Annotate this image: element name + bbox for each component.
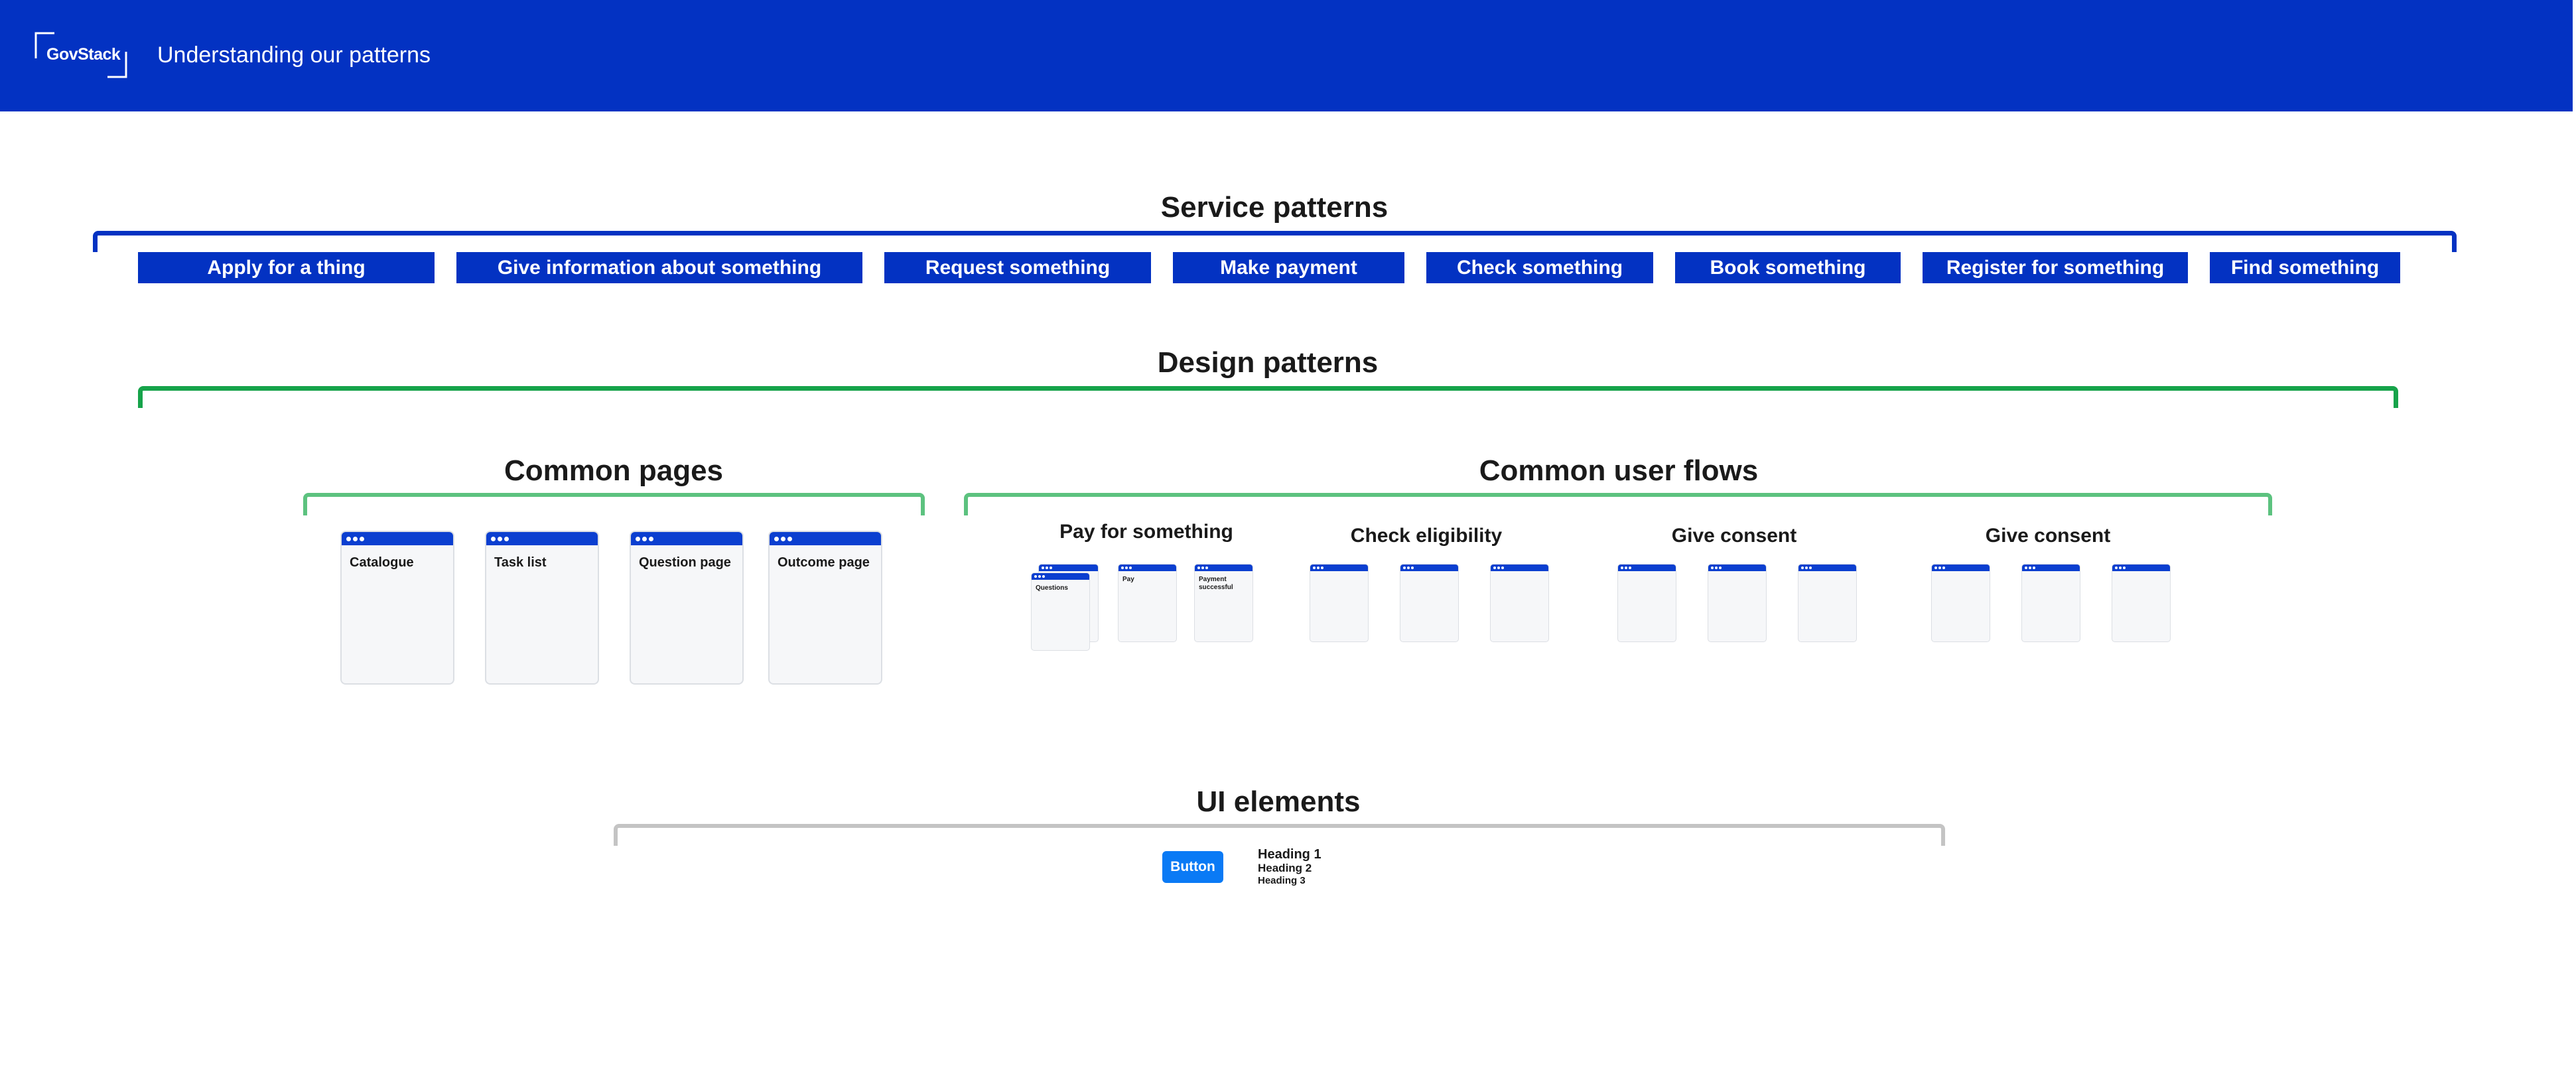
- sample-button[interactable]: Button: [1162, 851, 1223, 883]
- page-title: Understanding our patterns: [157, 42, 431, 68]
- card-title: Outcome page: [778, 555, 870, 570]
- flow-screen-pay: Pay: [1118, 564, 1177, 642]
- screen-label: Pay: [1122, 576, 1134, 583]
- service-pattern-book-button[interactable]: Book something: [1675, 252, 1901, 283]
- flow-screen: [1310, 564, 1369, 642]
- flow-screen: [1400, 564, 1459, 642]
- flow-title-give-consent-2: Give consent: [1985, 525, 2111, 547]
- service-pattern-request-button[interactable]: Request something: [884, 252, 1151, 283]
- top-header-bar: GovStack Understanding our patterns: [0, 0, 2573, 111]
- service-pattern-make-payment-button[interactable]: Make payment: [1173, 252, 1404, 283]
- flow-screen: [1708, 564, 1767, 642]
- flow-screen-payment-successful: Payment successful: [1194, 564, 1253, 642]
- common-page-task-list-card[interactable]: Task list: [485, 531, 599, 685]
- flow-screen: [1617, 564, 1676, 642]
- common-pages-bracket: [303, 493, 925, 515]
- ui-elements-title: UI elements: [1196, 785, 1361, 818]
- heading-1-sample: Heading 1: [1258, 847, 1322, 862]
- service-pattern-check-button[interactable]: Check something: [1426, 252, 1653, 283]
- common-user-flows-title: Common user flows: [1479, 454, 1759, 487]
- flow-screen: [1798, 564, 1857, 642]
- common-page-outcome-page-card[interactable]: Outcome page: [768, 531, 882, 685]
- screen-label: Questions: [1036, 584, 1068, 592]
- ui-elements-bracket: [614, 824, 1945, 846]
- flow-screen: [2021, 564, 2080, 642]
- flow-screen-questions: Questions: [1031, 572, 1090, 651]
- screen-label: Payment successful: [1199, 576, 1233, 591]
- common-user-flows-bracket: [964, 493, 2272, 515]
- service-pattern-give-information-button[interactable]: Give information about something: [456, 252, 862, 283]
- service-pattern-register-button[interactable]: Register for something: [1923, 252, 2188, 283]
- flow-screen: [1931, 564, 1990, 642]
- flow-title-check-eligibility: Check eligibility: [1350, 525, 1503, 547]
- service-pattern-apply-button[interactable]: Apply for a thing: [138, 252, 435, 283]
- design-patterns-title: Design patterns: [1157, 346, 1379, 379]
- card-title: Catalogue: [350, 555, 414, 570]
- service-patterns-bracket: [93, 231, 2457, 252]
- common-page-question-page-card[interactable]: Question page: [630, 531, 744, 685]
- common-pages-title: Common pages: [504, 454, 724, 487]
- heading-3-sample: Heading 3: [1258, 875, 1306, 886]
- logo-wordmark[interactable]: GovStack: [46, 45, 121, 64]
- design-patterns-bracket: [138, 386, 2398, 408]
- common-page-catalogue-card[interactable]: Catalogue: [340, 531, 454, 685]
- service-patterns-title: Service patterns: [1160, 191, 1389, 224]
- flow-screen: [1490, 564, 1549, 642]
- flow-title-give-consent: Give consent: [1671, 525, 1797, 547]
- flow-screen: [2112, 564, 2171, 642]
- heading-2-sample: Heading 2: [1258, 862, 1312, 874]
- govstack-logo-icon: [34, 32, 127, 78]
- card-title: Task list: [494, 555, 547, 570]
- flow-title-pay-for-something: Pay for something: [1059, 521, 1233, 543]
- service-pattern-find-button[interactable]: Find something: [2210, 252, 2400, 283]
- card-title: Question page: [639, 555, 731, 570]
